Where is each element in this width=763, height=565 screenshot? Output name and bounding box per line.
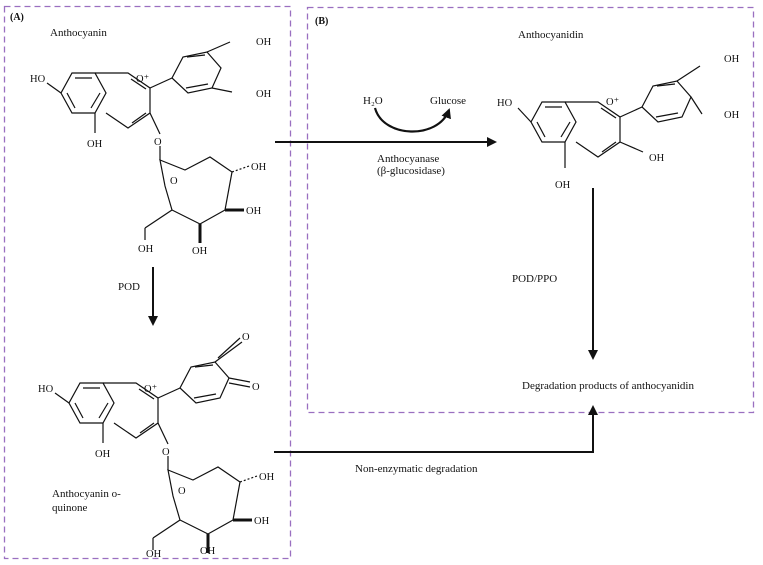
anthocyanin-quinone-structure xyxy=(54,337,258,553)
atom-label: O⁺ xyxy=(606,97,619,108)
atom-label: O xyxy=(242,332,250,343)
panel-a-border xyxy=(3,5,292,560)
anthocyanin-quinone-atoms: HO OH O⁺ O O O O OH OH OH OH xyxy=(38,332,275,560)
quinone-label-line1: Anthocyanin o- xyxy=(52,488,121,500)
anthocyanase-label: Anthocyanase xyxy=(377,153,439,165)
degradation-products-label: Degradation products of anthocyanidin xyxy=(522,380,694,392)
atom-label: OH xyxy=(259,472,275,483)
atom-label: O xyxy=(170,176,178,187)
pod-ppo-label: POD/PPO xyxy=(512,273,557,285)
atom-label: O xyxy=(162,447,170,458)
non-enzymatic-label: Non-enzymatic degradation xyxy=(355,463,478,475)
atom-label: HO xyxy=(38,384,54,395)
atom-label: OH xyxy=(256,89,272,100)
anthocyanin-structure xyxy=(46,41,250,243)
h2o-label: H₂O xyxy=(363,95,383,107)
quinone-label-line2: quinone xyxy=(52,502,88,514)
atom-label: OH xyxy=(649,153,665,164)
anthocyanidin-structure xyxy=(517,65,703,168)
glucose-label: Glucose xyxy=(430,95,466,107)
water-glucose-curve-arrow xyxy=(373,107,451,133)
atom-label: O xyxy=(178,486,186,497)
atom-label: OH xyxy=(246,206,262,217)
non-enzymatic-arrow xyxy=(274,405,598,453)
atom-label: OH xyxy=(724,54,740,65)
atom-label: O xyxy=(252,382,260,393)
atom-label: OH xyxy=(146,549,162,560)
atom-label: HO xyxy=(30,74,46,85)
atom-label: O xyxy=(154,137,162,148)
atom-label: OH xyxy=(254,516,270,527)
beta-glucosidase-label: (β-glucosidase) xyxy=(377,165,445,177)
anthocyanin-atoms: HO OH O⁺ OH OH O O OH OH OH OH xyxy=(30,37,272,257)
atom-label: OH xyxy=(251,162,267,173)
anthocyanidin-atoms: HO OH O⁺ OH OH OH xyxy=(497,54,740,191)
pod-label: POD xyxy=(118,281,140,293)
atom-label: OH xyxy=(138,244,154,255)
atom-label: OH xyxy=(724,110,740,121)
atom-label: OH xyxy=(200,546,216,557)
panel-b-label: (B) xyxy=(315,16,328,27)
atom-label: O⁺ xyxy=(136,74,149,85)
atom-label: OH xyxy=(87,139,103,150)
panel-a-label: (A) xyxy=(10,12,24,23)
anthocyanidin-label: Anthocyanidin xyxy=(518,29,584,41)
panel-b-border xyxy=(306,6,755,414)
atom-label: OH xyxy=(95,449,111,460)
atom-label: OH xyxy=(192,246,208,257)
atom-label: OH xyxy=(555,180,571,191)
atom-label: O⁺ xyxy=(144,384,157,395)
atom-label: OH xyxy=(256,37,272,48)
anthocyanin-label: Anthocyanin xyxy=(50,27,107,39)
atom-label: HO xyxy=(497,98,513,109)
